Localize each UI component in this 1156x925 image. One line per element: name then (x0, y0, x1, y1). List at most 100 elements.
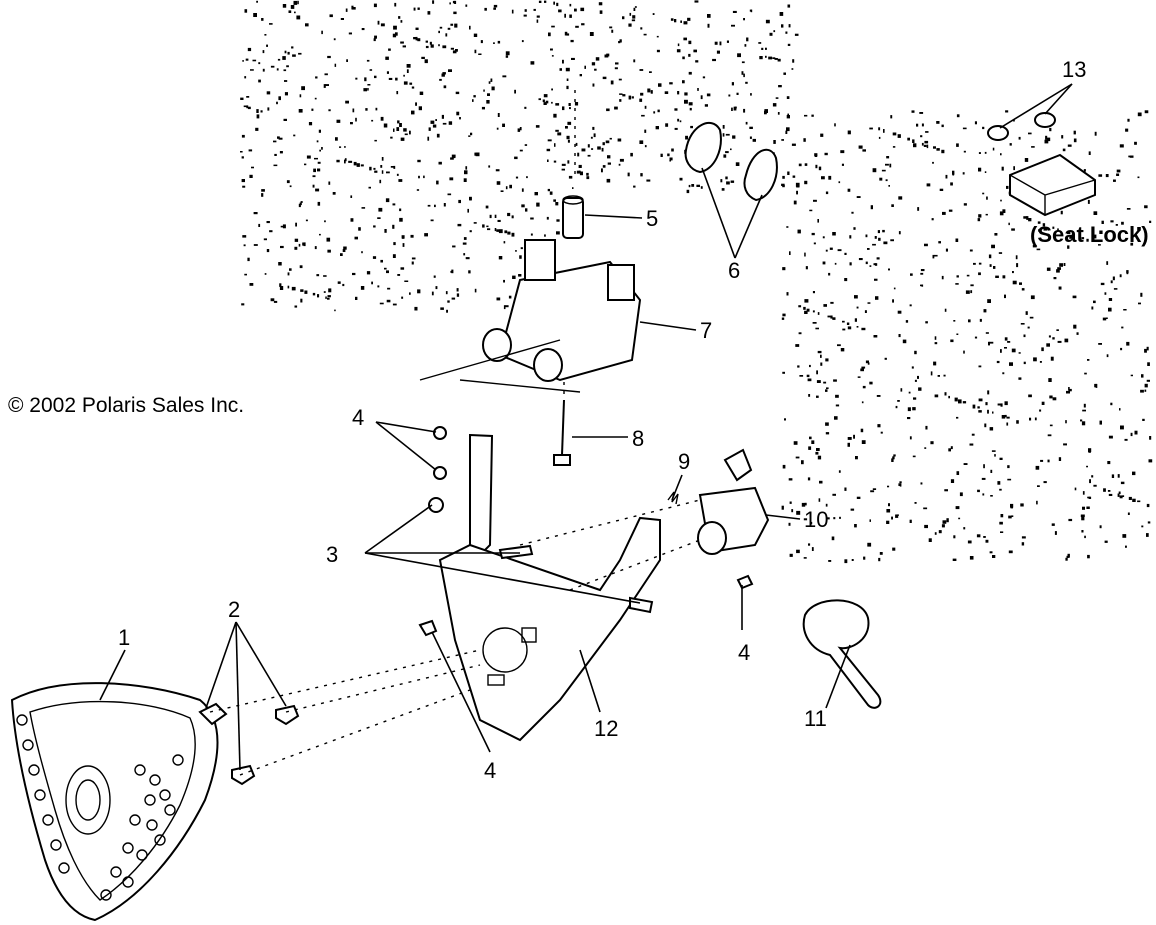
sketch-speck (486, 225, 489, 228)
sketch-speck (781, 139, 784, 141)
sketch-speck (887, 485, 890, 488)
sketch-speck (399, 123, 402, 127)
sketch-speck (273, 300, 278, 303)
sketch-speck (924, 447, 927, 449)
sketch-speck (1073, 130, 1076, 135)
sketch-speck (835, 404, 840, 407)
sketch-speck (1113, 288, 1118, 290)
sketch-speck (812, 322, 817, 324)
sketch-speck (417, 7, 420, 10)
sketch-speck (847, 437, 852, 440)
sketch-speck (607, 155, 611, 159)
sketch-speck (393, 128, 395, 132)
sketch-speck (520, 247, 523, 250)
sketch-speck (392, 303, 397, 306)
sketch-speck (343, 246, 347, 250)
sketch-speck (905, 320, 909, 323)
sketch-speck (384, 229, 387, 233)
sketch-speck (392, 254, 396, 258)
sketch-speck (912, 455, 916, 458)
sketch-speck (614, 106, 618, 110)
sketch-speck (865, 234, 868, 238)
sketch-speck (854, 295, 858, 299)
sketch-speck (1020, 323, 1025, 325)
sketch-speck (374, 139, 377, 142)
sketch-speck (1094, 234, 1097, 239)
sketch-speck (478, 53, 482, 55)
sketch-speck (557, 132, 562, 136)
sketch-speck (602, 165, 606, 168)
sketch-speck (801, 502, 806, 507)
sketch-speck (639, 69, 644, 71)
sketch-speck (351, 7, 356, 10)
sketch-speck (847, 442, 850, 447)
sketch-speck (593, 133, 596, 138)
sketch-speck (876, 395, 881, 397)
sketch-speck (414, 306, 418, 311)
sketch-speck (399, 217, 403, 222)
sketch-speck (615, 62, 619, 65)
sketch-speck (804, 252, 806, 257)
sketch-speck (978, 214, 982, 218)
sketch-speck (336, 159, 340, 163)
sketch-speck (566, 33, 570, 36)
sketch-speck (990, 495, 993, 497)
sketch-speck (773, 140, 776, 144)
sketch-speck (1107, 461, 1111, 465)
sketch-speck (1046, 267, 1051, 271)
sketch-speck (386, 270, 389, 274)
sketch-speck (1012, 271, 1014, 274)
sketch-speck (633, 7, 636, 11)
sketch-speck (890, 239, 894, 242)
sketch-speck (427, 136, 430, 141)
sketch-speck (971, 433, 975, 436)
sketch-speck (841, 163, 844, 166)
sketch-speck (1120, 481, 1125, 485)
sketch-speck (782, 464, 786, 469)
sketch-speck (449, 2, 451, 5)
sketch-speck (892, 132, 897, 136)
sketch-speck (1026, 216, 1029, 220)
sketch-speck (796, 510, 801, 515)
sketch-speck (1137, 112, 1142, 117)
sketch-speck (983, 536, 986, 538)
sketch-speck (970, 284, 974, 287)
sketch-speck (619, 39, 622, 43)
sketch-speck (1091, 306, 1094, 310)
sketch-speck (797, 229, 801, 234)
sketch-speck (858, 145, 863, 149)
sketch-speck (999, 211, 1004, 216)
sketch-speck (1004, 414, 1007, 418)
sketch-speck (622, 16, 625, 20)
sketch-speck (553, 113, 557, 118)
sketch-speck (1028, 394, 1032, 398)
sketch-speck (367, 88, 369, 91)
sketch-speck (989, 264, 992, 267)
sketch-speck (387, 287, 391, 290)
part-6-reflectors (684, 121, 778, 202)
sketch-speck (564, 31, 568, 36)
sketch-speck (1066, 231, 1071, 235)
sketch-speck (284, 80, 288, 82)
sketch-speck (304, 163, 307, 166)
sketch-speck (361, 251, 363, 254)
sketch-speck (503, 305, 506, 310)
sketch-speck (907, 407, 911, 412)
sketch-speck (820, 133, 824, 137)
sketch-speck (942, 520, 947, 524)
sketch-speck (1047, 137, 1051, 142)
sketch-speck (252, 59, 257, 62)
sketch-speck (917, 207, 920, 211)
sketch-speck (601, 147, 604, 152)
sketch-speck (562, 106, 565, 111)
sketch-speck (586, 176, 590, 180)
sketch-speck (1052, 397, 1057, 401)
sketch-speck (745, 121, 748, 125)
sketch-speck (728, 94, 731, 97)
sketch-speck (1103, 488, 1106, 492)
sketch-speck (984, 423, 987, 428)
sketch-speck (396, 127, 400, 131)
sketch-speck (533, 8, 536, 11)
sketch-speck (261, 189, 265, 192)
sketch-speck (352, 108, 355, 113)
